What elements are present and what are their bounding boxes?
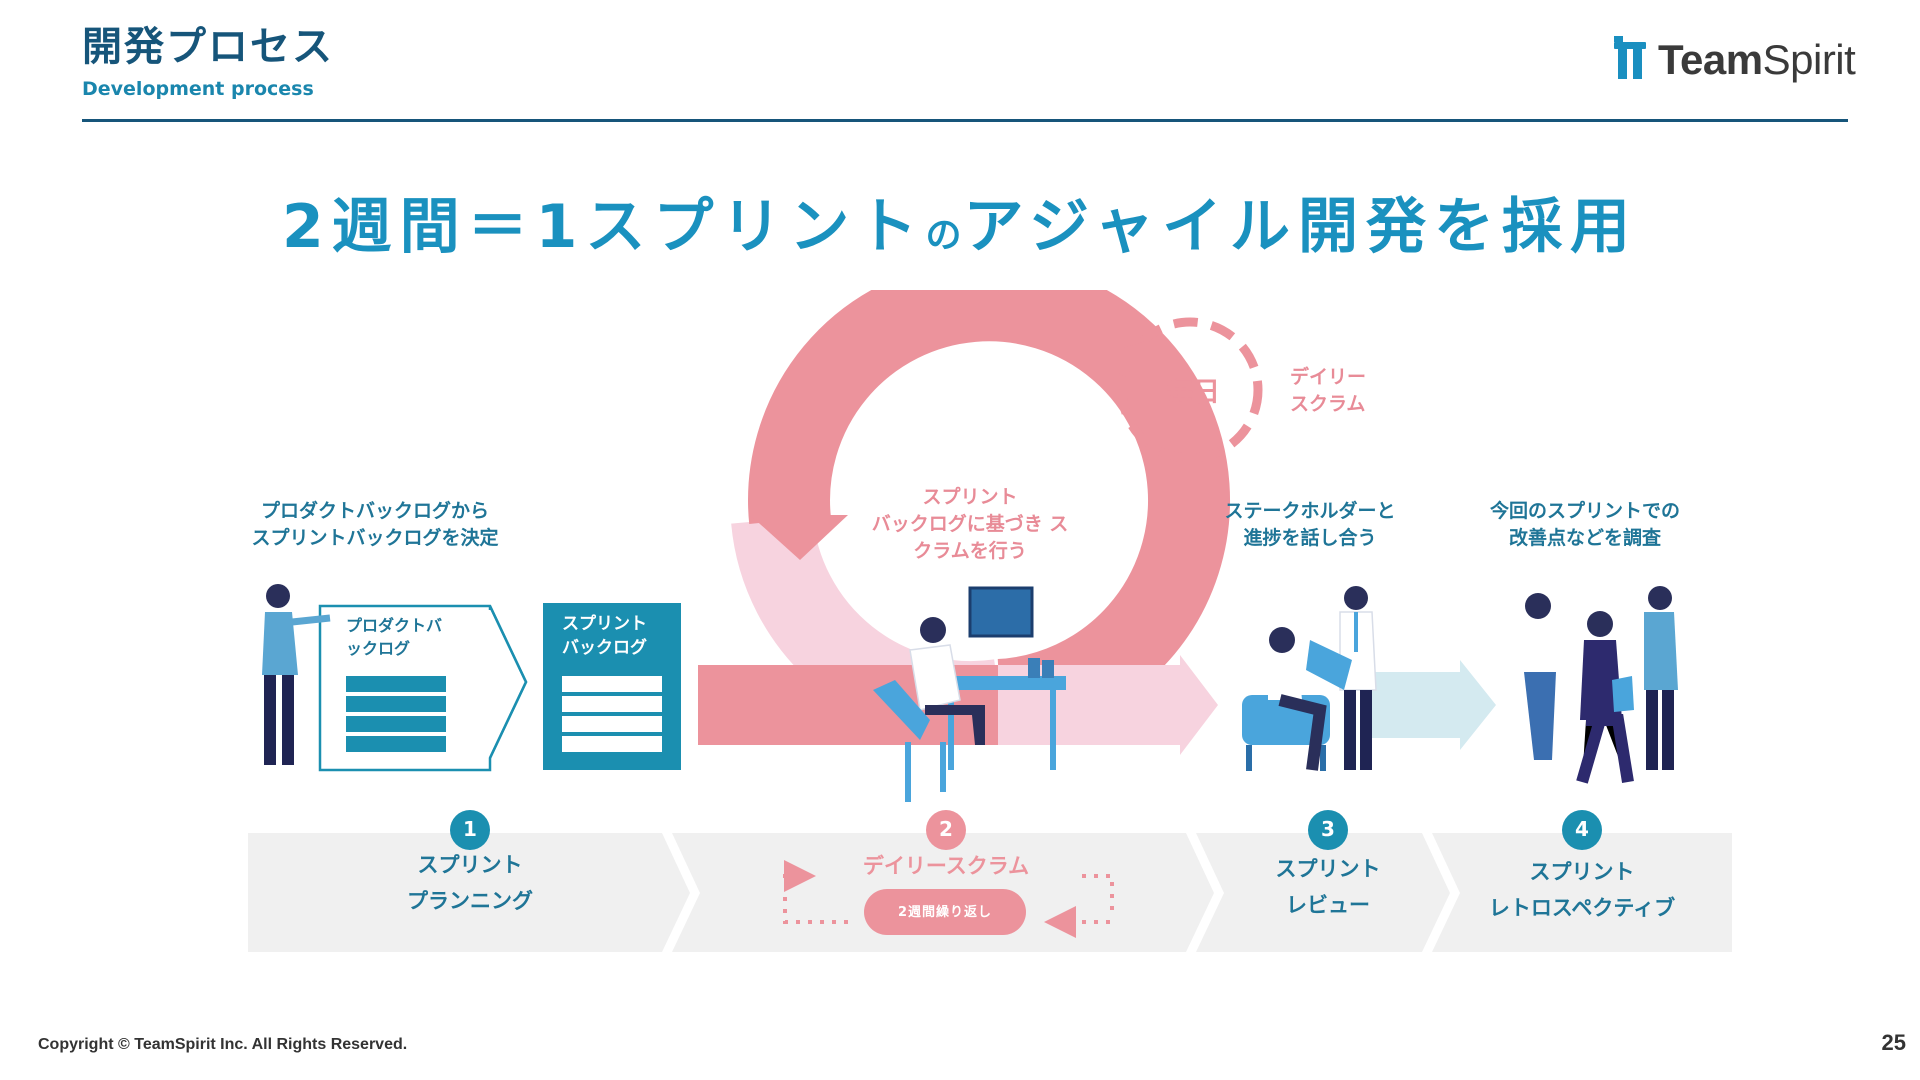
step-3-circle (1308, 810, 1348, 850)
product-backlog-label: プロダクトバ ックログ (346, 614, 442, 660)
sprint-backlog-line-2 (562, 696, 662, 712)
center-line3: クラムを行う (913, 540, 1027, 562)
product-backlog-label-line1: プロダクトバ (346, 616, 443, 635)
review-to-retro-arrow (1370, 660, 1496, 750)
review-caption-line2: 進捗を話し合う (1243, 527, 1377, 549)
step-4-label: スプリント レトロスペクティブ (1462, 854, 1702, 926)
step-3-label: スプリント レビュー (1228, 851, 1428, 923)
step-3-line2: レビュー (1286, 893, 1370, 917)
retro-caption: 今回のスプリントでの 改善点などを調査 (1470, 498, 1700, 552)
developer-illustration (873, 586, 1066, 802)
step-band-segment-4 (1432, 833, 1732, 952)
cycle-ring-arrowhead (750, 515, 848, 560)
review-caption-line1: ステークホルダーと (1224, 500, 1396, 522)
sprint-backlog-label: スプリント バックログ (562, 612, 647, 660)
step-1-circle (450, 810, 490, 850)
step-4-line2: レトロスペクティブ (1488, 896, 1676, 920)
repeat-badge-label: 2週間繰り返し (897, 905, 993, 920)
copyright-notice: Copyright © TeamSpirit Inc. All Rights R… (38, 1036, 408, 1053)
sprint-backlog-line-3 (562, 716, 662, 732)
logo-wordmark: TeamSpirit (1658, 36, 1856, 84)
product-backlog-label-line2: ックログ (346, 639, 411, 658)
retro-caption-line1: 今回のスプリントでの (1489, 500, 1680, 522)
step-1-number: 1 (463, 817, 477, 841)
center-line1: スプリント (922, 486, 1018, 508)
step-1-label: スプリント プランニング (370, 847, 570, 919)
daily-cycle-circle (1117, 317, 1263, 463)
repeat-badge (864, 889, 1026, 935)
step-3-number: 3 (1321, 817, 1335, 841)
daily-caption-line2: スクラム (1290, 393, 1366, 415)
sprint-backlog-label-line2: バックログ (562, 638, 647, 658)
daily-label: 毎日 (1166, 377, 1220, 408)
retro-caption-line2: 改善点などを調査 (1508, 527, 1661, 549)
step-4-number: 4 (1575, 817, 1589, 841)
planning-caption-line2: スプリントバックログを決定 (251, 527, 499, 549)
product-backlog-line-2 (346, 696, 446, 712)
step-1-line2: プランニング (407, 889, 533, 913)
product-backlog-line-3 (346, 716, 446, 732)
daily-scrum-caption: デイリー スクラム (1290, 364, 1366, 418)
sprint-backlog-label-line1: スプリント (562, 614, 647, 634)
product-backlog-line-1 (346, 676, 446, 692)
teamspirit-logo-icon (1614, 36, 1646, 79)
step-1-line1: スプリント (417, 853, 523, 877)
daily-cycle-arrowhead (1112, 340, 1148, 380)
headline-part1: 2週間＝1スプリント (281, 192, 926, 262)
step-3-line1: スプリント (1275, 857, 1381, 881)
headline: 2週間＝1スプリントのアジャイル開発を採用 (0, 178, 1920, 265)
daily-caption-line1: デイリー (1290, 366, 1367, 388)
review-caption: ステークホルダーと 進捗を話し合う (1200, 498, 1420, 552)
retrospective-illustration (1522, 586, 1678, 784)
cycle-center-caption: スプリント バックログに基づき ス クラムを行う (860, 484, 1080, 565)
planning-caption: プロダクトバックログから スプリントバックログを決定 (240, 498, 510, 552)
step-2-label: デイリースクラム (862, 854, 1030, 878)
planning-caption-line1: プロダクトバックログから (260, 500, 489, 522)
page-number: 25 (1881, 1030, 1906, 1055)
step-band-segment-3 (1196, 833, 1450, 952)
presenter-illustration (262, 584, 331, 765)
page-title: 開発プロセス (82, 24, 334, 70)
center-line2: バックログに基づき ス (871, 513, 1069, 535)
step-2-circle (926, 810, 966, 850)
header-divider (82, 119, 1848, 122)
sprint-backlog-line-1 (562, 676, 662, 692)
page-subtitle: Development process (82, 78, 314, 100)
sprint-backlog-line-4 (562, 736, 662, 752)
cycle-ring (748, 290, 1231, 741)
logo-text-rest: Spirit (1762, 36, 1856, 83)
step-2-number: 2 (939, 817, 953, 841)
step-4-line1: スプリント (1529, 860, 1635, 884)
duration-label: 2週間 (919, 358, 1001, 393)
headline-part3: アジャイル開発を採用 (963, 192, 1639, 262)
step-4-circle (1562, 810, 1602, 850)
daily-loop-left (783, 897, 850, 924)
headline-part2: の (925, 215, 964, 256)
logo-text-bold: Team (1658, 36, 1763, 83)
review-illustration (1242, 586, 1377, 771)
agile-process-diagram (248, 290, 1732, 952)
product-backlog-line-4 (346, 736, 446, 752)
step-band-segment-1 (248, 833, 690, 952)
